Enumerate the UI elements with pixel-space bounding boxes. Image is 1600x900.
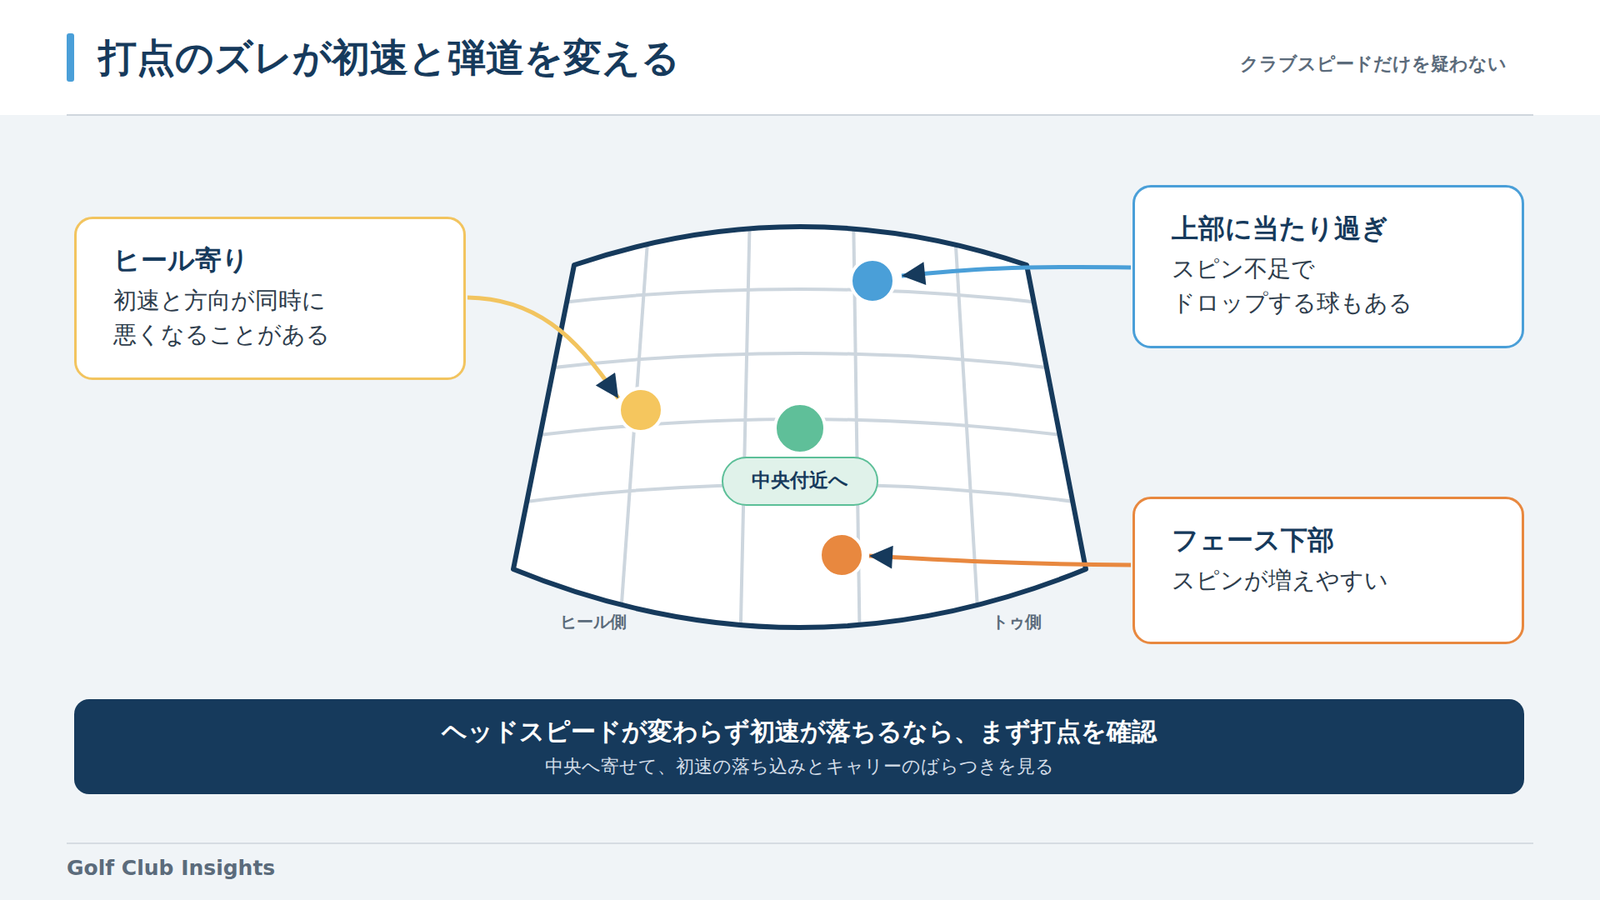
impact-dot xyxy=(820,533,864,577)
impact-dot xyxy=(775,403,825,454)
node-heading: フェース下部 xyxy=(1171,520,1489,560)
grid-line xyxy=(740,208,750,659)
footer-brand: Golf Club Insights xyxy=(66,855,275,881)
callout-box: 上部に当たり過ぎスピン不足で ドロップする球もある xyxy=(1132,185,1525,349)
face-grid xyxy=(466,208,1134,659)
node-body: 初速と方向が同時に 悪くなることがある xyxy=(113,284,430,352)
node-heading: ヒール寄り xyxy=(113,240,430,280)
side-label: トゥ側 xyxy=(991,611,1042,632)
footer-rule xyxy=(66,842,1534,845)
node-body: スピンが増えやすい xyxy=(1171,564,1489,599)
summary-band: ヘッドスピードが変わらず初速が落ちるなら、まず打点を確認中央へ寄せて、初速の落ち… xyxy=(74,699,1525,795)
impact-dot xyxy=(850,259,895,303)
subtitle-note: クラブスピードだけを疑わない xyxy=(1240,53,1507,75)
node-body: 中央へ寄せて、初速の落ち込みとキャリーのばらつきを見る xyxy=(545,753,1055,780)
grid-line xyxy=(618,218,650,650)
title-accent-bar xyxy=(66,33,75,82)
node-heading: 中央付近へ xyxy=(751,466,849,495)
leader-line xyxy=(467,297,619,399)
leader-line xyxy=(901,266,1131,276)
leader-line xyxy=(869,555,1131,565)
impact-dot xyxy=(619,388,663,432)
grid-line xyxy=(466,353,1134,380)
grid-line xyxy=(954,218,980,650)
page-title: 打点のズレが初速と弾道を変える xyxy=(98,35,680,81)
node-heading: ヘッドスピードが変わらず初速が落ちるなら、まず打点を確認 xyxy=(441,713,1157,750)
node-body: スピン不足で ドロップする球もある xyxy=(1171,252,1489,320)
callout-box: ヒール寄り初速と方向が同時に 悪くなることがある xyxy=(74,216,466,380)
target-pill: 中央付近へ xyxy=(721,456,879,506)
side-label: ヒール側 xyxy=(560,611,627,632)
club-face-outline xyxy=(513,226,1086,628)
header-rule xyxy=(66,114,1534,116)
node-heading: 上部に当たり過ぎ xyxy=(1171,209,1489,248)
callout-box: フェース下部スピンが増えやすい xyxy=(1132,496,1525,645)
